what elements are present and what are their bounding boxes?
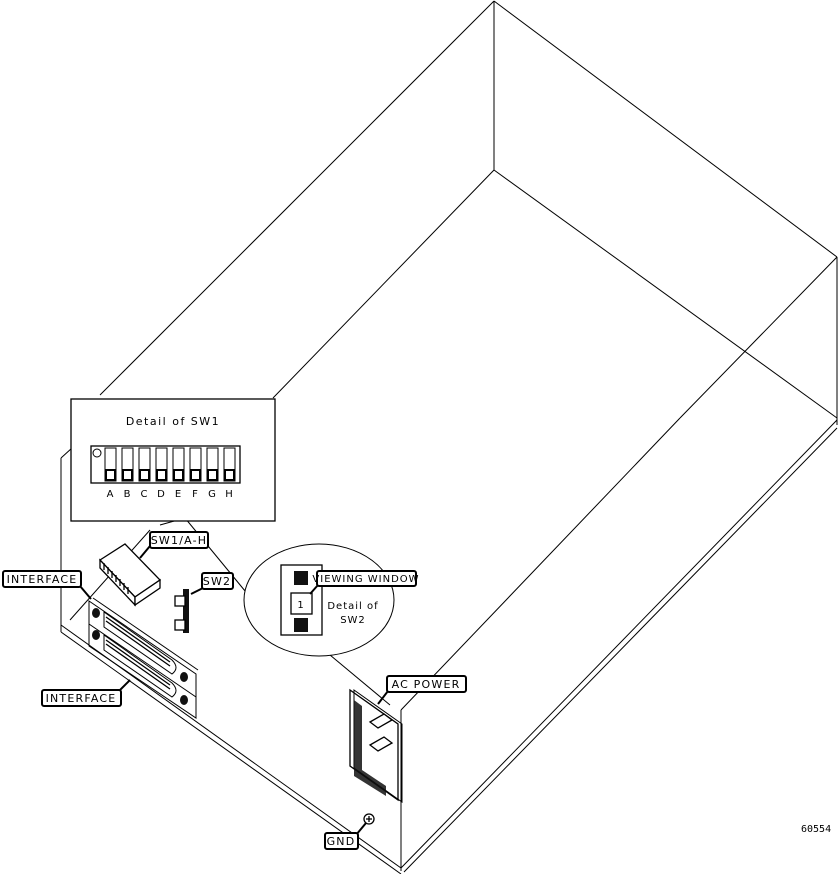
- dip-switch-label-g: G: [208, 489, 217, 500]
- callout-interface-top: INTERFACE: [2, 570, 92, 600]
- figure-id: 60554: [801, 824, 831, 835]
- dip-switch-knob-h: [224, 469, 235, 481]
- callout-interface-bottom: INTERFACE: [41, 679, 131, 707]
- dip-switch-knob-d: [156, 469, 167, 481]
- sw2-detail-title-1: Detail of: [327, 601, 378, 612]
- callout-ac-power-label: AC POWER: [392, 678, 461, 691]
- callout-sw1: SW1/A-H: [139, 531, 209, 559]
- callout-viewing-window: VIEWING WINDOW: [309, 570, 419, 595]
- dip-switch-label-f: F: [192, 489, 199, 500]
- callout-gnd-label: GND: [327, 835, 356, 848]
- sw1-component: [98, 543, 162, 607]
- dip-switch-label-e: E: [175, 489, 182, 500]
- ac-power-module: [349, 688, 403, 803]
- dip-switch-label-h: H: [225, 489, 234, 500]
- dip-switch-knob-c: [139, 469, 150, 481]
- viewing-window-value: 1: [297, 600, 304, 611]
- dip-switch-knob-f: [190, 469, 201, 481]
- callout-sw2-label: SW2: [203, 575, 231, 588]
- sw2-detail-panel: 1 Detail of SW2: [243, 543, 395, 657]
- interface-connectors: [88, 597, 199, 719]
- dip-switch-knob-g: [207, 469, 218, 481]
- callout-ac-power: AC POWER: [377, 675, 467, 705]
- dip-switch-knob-a: [105, 469, 116, 481]
- callout-gnd: GND: [324, 822, 367, 850]
- dip-switch-knob-e: [173, 469, 184, 481]
- dip-switch-label-c: C: [141, 489, 149, 500]
- callout-sw2: SW2: [190, 572, 234, 595]
- dip-switch-knob-b: [122, 469, 133, 481]
- dip-switch-label-d: D: [157, 489, 166, 500]
- callout-interface-top-label: INTERFACE: [7, 573, 78, 586]
- sw1-detail-title: Detail of SW1: [126, 415, 220, 428]
- dip-switch-label-a: A: [107, 489, 115, 500]
- sw2-detail-title-2: SW2: [340, 615, 366, 626]
- callout-interface-bottom-label: INTERFACE: [46, 692, 117, 705]
- sw2-component: [174, 589, 189, 633]
- callout-sw1-label: SW1/A-H: [151, 534, 208, 547]
- gnd-terminal: [363, 813, 375, 825]
- dip-switch-label-b: B: [124, 489, 132, 500]
- callout-viewing-window-label: VIEWING WINDOW: [312, 574, 419, 585]
